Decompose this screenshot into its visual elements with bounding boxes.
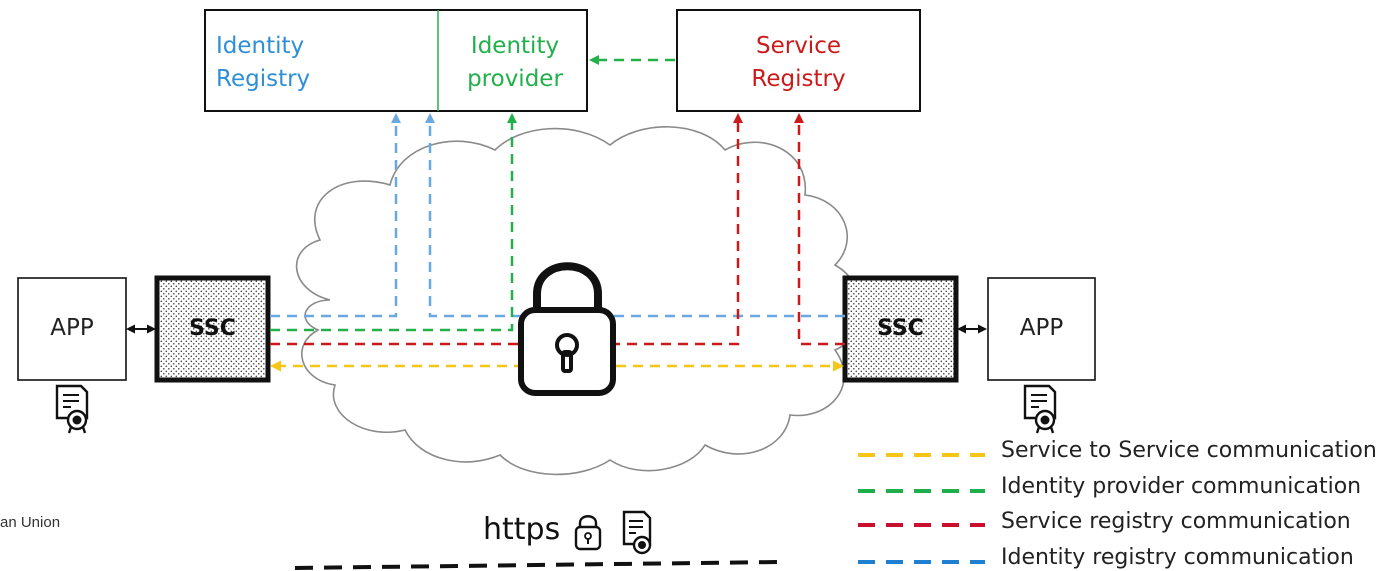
https-certificate-icon <box>622 510 652 555</box>
service-registry-lines <box>270 113 845 346</box>
https-padlock-icon <box>574 515 602 551</box>
identity-box <box>204 9 588 112</box>
cloud-shape <box>295 126 863 476</box>
ssc-left-box <box>154 275 271 383</box>
legend-swatches <box>858 453 985 564</box>
app-right-label: APP <box>1019 315 1064 341</box>
identity-registry-label: Identity Registry <box>216 33 311 92</box>
identity-provider-label: Identity provider <box>467 33 563 92</box>
ssc-left-label: SSC <box>189 316 236 341</box>
service-registry-label: Service Registry <box>751 33 846 92</box>
ssc-right-label: SSC <box>877 316 924 341</box>
legend-label-ir: Identity registry communication <box>1001 545 1354 570</box>
https-dashed-line <box>294 560 779 570</box>
certificate-icon <box>55 384 89 434</box>
legend-label-ip: Identity provider communication <box>1001 474 1362 499</box>
identity-provider-lines <box>270 55 675 332</box>
app-left-box <box>17 277 127 381</box>
legend-label-sr: Service registry communication <box>1001 509 1351 534</box>
service-registry-box <box>676 9 921 112</box>
ssc-right-box <box>842 275 959 383</box>
app-right-box <box>987 277 1096 381</box>
identity-registry-lines <box>270 113 845 318</box>
certificate-icon <box>1023 384 1057 434</box>
https-label: https <box>483 512 561 547</box>
app-left-label: APP <box>50 315 94 341</box>
corner-text: an Union <box>0 514 61 531</box>
padlock-icon <box>518 262 616 396</box>
legend-label-s2s: Service to Service communication <box>1001 438 1377 463</box>
